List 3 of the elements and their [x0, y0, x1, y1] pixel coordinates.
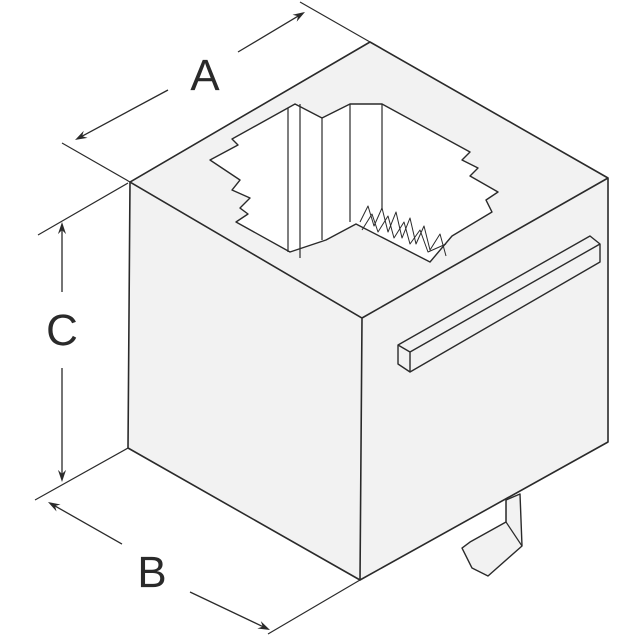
dimension-label: C — [48, 314, 76, 346]
dimension-label: B — [140, 556, 164, 588]
dimension-label: A — [190, 60, 220, 90]
